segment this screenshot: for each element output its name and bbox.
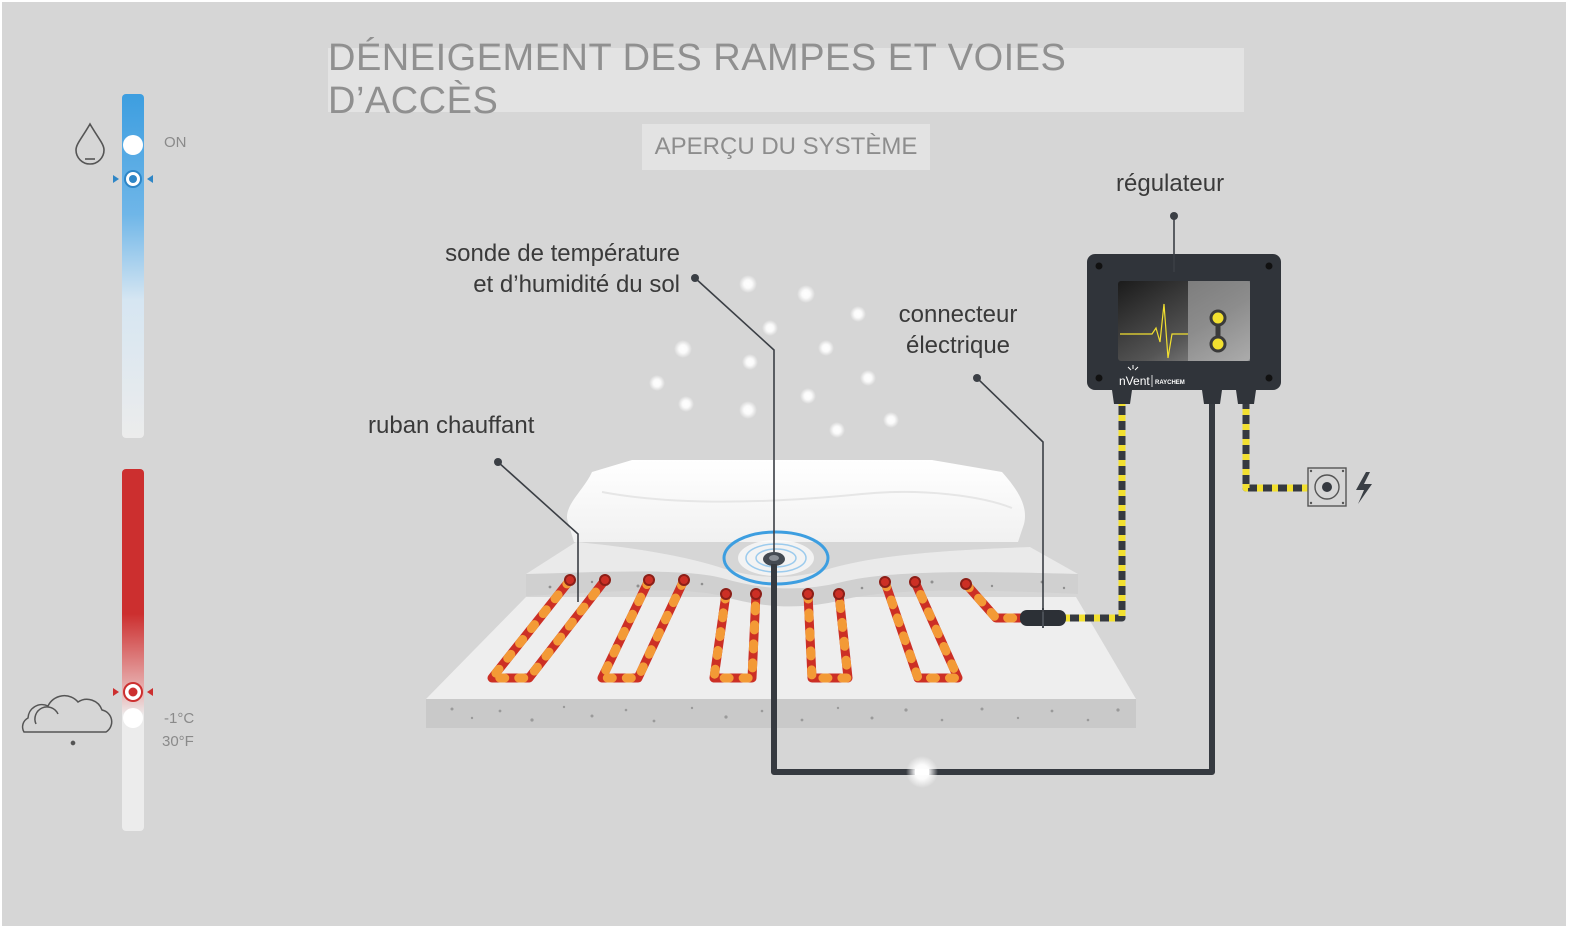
controller-unit: nVent RAYCHEM xyxy=(1087,254,1281,404)
snowflake xyxy=(883,412,899,428)
snowflakes xyxy=(649,275,899,438)
temperature-indicator-knob xyxy=(123,708,143,728)
brand-name: nVent xyxy=(1119,374,1150,388)
base-slab-edge xyxy=(426,699,1136,728)
moisture-gauge xyxy=(75,94,153,438)
connector-callout-line xyxy=(976,377,1044,612)
sensor-callout-line xyxy=(694,277,775,552)
nvent-logo: nVent RAYCHEM xyxy=(1119,365,1185,388)
snowflake xyxy=(762,320,778,336)
temperature-fahrenheit: 30°F xyxy=(162,733,194,750)
cable-glands xyxy=(1112,390,1256,404)
connector-label-line1: connecteur xyxy=(898,301,1018,328)
moisture-indicator-knob xyxy=(123,135,143,155)
snow-cloud-icon xyxy=(21,694,113,746)
snowflake xyxy=(800,388,816,404)
power-wire xyxy=(1242,394,1316,492)
concrete-speckles xyxy=(450,705,1120,723)
snow-layer xyxy=(566,460,1026,542)
snowflake xyxy=(739,401,757,419)
temperature-gauge xyxy=(21,469,153,831)
snowflake xyxy=(818,340,834,356)
controller-label: régulateur xyxy=(1116,170,1225,197)
moisture-status: ON xyxy=(164,134,187,151)
wire-splice xyxy=(915,769,929,775)
ground-sensor xyxy=(722,530,830,586)
product-name: RAYCHEM xyxy=(1155,380,1185,386)
snowflake xyxy=(860,370,876,386)
connector-label-line2: électrique xyxy=(905,332,1011,359)
temperature-gauge-bar xyxy=(122,469,144,831)
snowflake xyxy=(674,340,692,358)
page-subtitle: APERÇU DU SYSTÈME xyxy=(642,124,930,170)
sensor-label: sonde de température et d’humidité du so… xyxy=(430,238,680,300)
callout-lines xyxy=(494,212,1178,612)
power-outlet-icon xyxy=(1307,467,1372,507)
sensor-wire xyxy=(771,394,1215,775)
lightning-bolt-icon xyxy=(1356,472,1372,504)
snowflake xyxy=(829,422,845,438)
snowflake xyxy=(797,285,815,303)
snowflake xyxy=(850,306,866,322)
signal-waveform xyxy=(1120,303,1188,359)
heating-tape-label: ruban chauffant xyxy=(368,412,535,439)
snowflake xyxy=(739,275,757,293)
sensor-label-line1: sonde de température xyxy=(445,240,680,267)
snowflake xyxy=(678,396,694,412)
snowflake xyxy=(649,375,665,391)
moisture-setpoint-marker xyxy=(129,175,137,183)
connector-label: connecteur électrique xyxy=(888,299,1028,361)
sensor-label-line2: et d’humidité du sol xyxy=(473,271,680,298)
page-title: DÉNEIGEMENT DES RAMPES ET VOIES D’ACCÈS xyxy=(328,37,1244,122)
ramp-cross-section xyxy=(426,460,1136,728)
temperature-setpoint-marker xyxy=(128,687,138,697)
snowflake xyxy=(742,354,758,370)
heating-cable xyxy=(487,574,1027,683)
water-drop-icon xyxy=(75,122,105,165)
controller-led-icon xyxy=(1209,309,1227,353)
heating-tape-callout-line xyxy=(497,461,579,602)
temperature-celsius: -1°C xyxy=(164,710,195,727)
wiring xyxy=(771,394,1316,788)
sun-icon xyxy=(1127,365,1139,371)
